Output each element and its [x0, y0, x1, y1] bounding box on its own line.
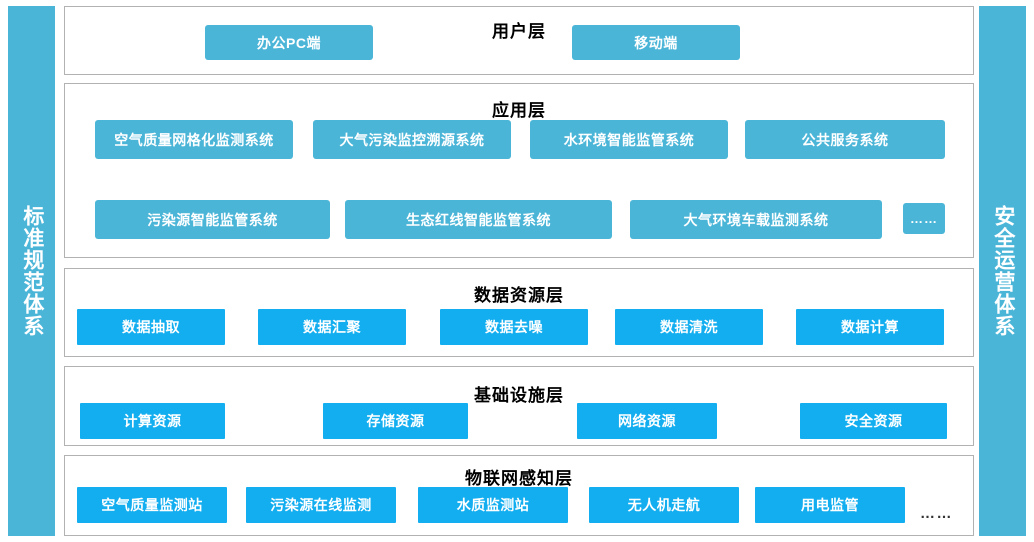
panel-user-layer: 用户层 [64, 6, 974, 75]
title-infrastructure-layer: 基础设施层 [474, 386, 564, 405]
box-pollution-source-supervision-system[interactable]: 污染源智能监管系统 [95, 200, 330, 239]
box-data-computation[interactable]: 数据计算 [796, 309, 944, 345]
box-data-cleaning[interactable]: 数据清洗 [615, 309, 763, 345]
box-water-quality-monitoring-station[interactable]: 水质监测站 [418, 487, 568, 523]
box-public-service-system[interactable]: 公共服务系统 [745, 120, 945, 159]
box-office-pc[interactable]: 办公PC端 [205, 25, 373, 60]
title-user-layer: 用户层 [492, 22, 546, 41]
sidebar-right-security-operations-system: 安全运营体系 [979, 6, 1026, 536]
box-air-quality-grid-monitoring-system[interactable]: 空气质量网格化监测系统 [95, 120, 293, 159]
title-iot-sensing-layer: 物联网感知层 [465, 469, 573, 488]
box-pollution-source-online-monitoring[interactable]: 污染源在线监测 [246, 487, 396, 523]
sidebar-left-label: 标准规范体系 [20, 205, 44, 337]
box-air-pollution-tracing-system[interactable]: 大气污染监控溯源系统 [313, 120, 511, 159]
box-ecological-redline-supervision-system[interactable]: 生态红线智能监管系统 [345, 200, 612, 239]
box-data-denoising[interactable]: 数据去噪 [440, 309, 588, 345]
box-vehicle-air-monitoring-system[interactable]: 大气环境车载监测系统 [630, 200, 882, 239]
title-application-layer: 应用层 [492, 101, 546, 120]
box-computing-resources[interactable]: 计算资源 [80, 403, 225, 439]
box-drone-patrol[interactable]: 无人机走航 [589, 487, 739, 523]
box-data-extraction[interactable]: 数据抽取 [77, 309, 225, 345]
box-water-environment-supervision-system[interactable]: 水环境智能监管系统 [530, 120, 728, 159]
title-data-resource-layer: 数据资源层 [474, 286, 564, 305]
box-mobile[interactable]: 移动端 [572, 25, 740, 60]
box-storage-resources[interactable]: 存储资源 [323, 403, 468, 439]
sidebar-right-label: 安全运营体系 [991, 205, 1015, 337]
sidebar-left-standards-system: 标准规范体系 [8, 6, 55, 536]
box-air-quality-monitoring-station[interactable]: 空气质量监测站 [77, 487, 227, 523]
box-application-more[interactable]: …… [903, 203, 945, 234]
box-network-resources[interactable]: 网络资源 [577, 403, 717, 439]
iot-layer-more-dots: …… [920, 505, 953, 522]
box-security-resources[interactable]: 安全资源 [800, 403, 947, 439]
box-data-aggregation[interactable]: 数据汇聚 [258, 309, 406, 345]
box-electricity-supervision[interactable]: 用电监管 [755, 487, 905, 523]
